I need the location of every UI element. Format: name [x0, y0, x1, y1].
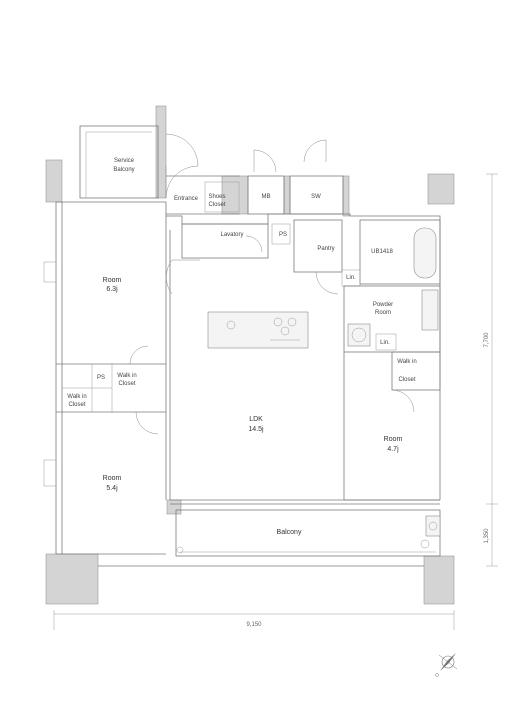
- dimension-depth-main: 7,700: [484, 332, 490, 348]
- service-balcony-label-1: Service: [114, 158, 135, 164]
- doors: [129, 133, 415, 435]
- shoes-closet-label-1: Shoes: [208, 194, 225, 200]
- walk-in-closet-2-label-2: Closet: [68, 402, 85, 408]
- dimension-depth-balcony: 1,350: [484, 528, 490, 544]
- powder-room-label-2: Room: [375, 310, 391, 316]
- walk-in-closet-2-label-1: Walk in: [67, 394, 86, 400]
- kitchen-island: [207, 311, 309, 349]
- mb-label: MB: [262, 194, 271, 200]
- walk-in-closet-1-label-2: Closet: [118, 381, 135, 387]
- room-47-label-1: Room: [384, 436, 403, 443]
- windows: [43, 201, 150, 555]
- ldk-label-2: 14.5j: [248, 426, 264, 433]
- fixtures: [176, 227, 441, 554]
- washer-fixture: [347, 323, 371, 347]
- balcony-label: Balcony: [277, 529, 302, 536]
- room-labels: Service Balcony Entrance Shoes Closet MB…: [67, 158, 416, 536]
- sw-label: SW: [311, 194, 321, 200]
- structural-walls: [45, 105, 455, 605]
- shoes-closet-label-2: Closet: [208, 202, 225, 208]
- vanity-fixture: [421, 289, 439, 331]
- service-balcony-label-2: Balcony: [113, 167, 134, 173]
- room-63-label-2: 6.3j: [106, 286, 118, 293]
- powder-room-label-1: Powder: [373, 302, 393, 308]
- ps-top-label: PS: [279, 232, 287, 238]
- walk-in-closet-3-label-1: Walk in: [397, 359, 416, 365]
- north-arrow-icon: [435, 653, 458, 677]
- ps-left-label: PS: [97, 375, 105, 381]
- room-63-label-1: Room: [103, 277, 122, 284]
- entrance-label: Entrance: [174, 196, 199, 202]
- room-54-label-1: Room: [103, 475, 122, 482]
- lin-top-label: Lin.: [346, 275, 356, 281]
- dimension-lines: 9,150 7,700 1,350: [53, 173, 498, 630]
- room-47-label-2: 4.7j: [387, 446, 399, 453]
- walk-in-closet-1-label-1: Walk in: [117, 373, 136, 379]
- room-54-label-2: 5.4j: [106, 485, 118, 492]
- bathtub-fixture: [413, 227, 437, 279]
- dimension-width: 9,150: [246, 622, 262, 628]
- walk-in-closet-3-label-2: Closet: [398, 377, 415, 383]
- lin-mid-label: Lin.: [380, 340, 390, 346]
- pantry-label: Pantry: [317, 246, 334, 252]
- ub-label: UB1418: [371, 249, 393, 255]
- lavatory-label: Lavatory: [220, 232, 243, 238]
- balcony-sink-fixture: [425, 515, 441, 537]
- ldk-label-1: LDK: [249, 416, 263, 423]
